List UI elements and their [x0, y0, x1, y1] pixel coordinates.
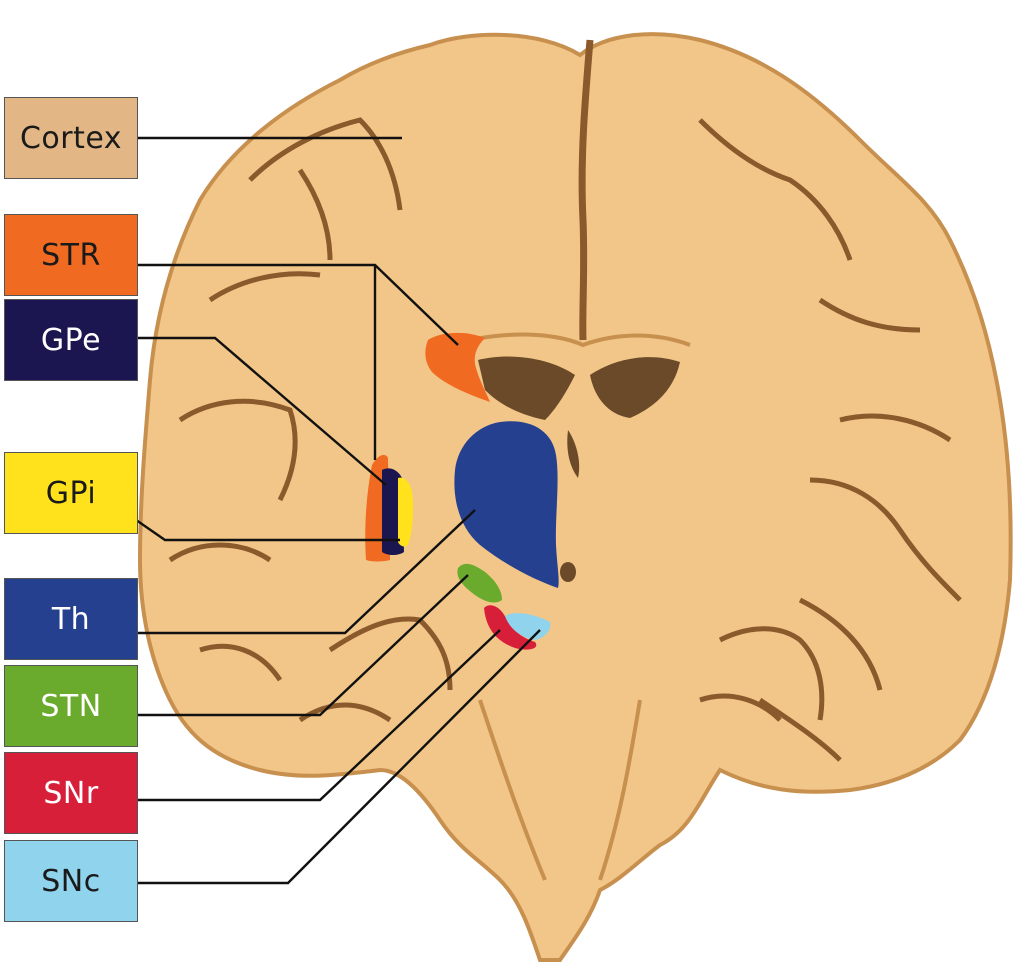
label-th: Th: [4, 578, 138, 660]
foramen: [560, 562, 576, 582]
label-cortex-text: Cortex: [19, 120, 123, 156]
label-gpe-text: GPe: [40, 322, 102, 358]
th-region: [454, 421, 559, 588]
label-cortex: Cortex: [4, 97, 138, 179]
gpi-region: [398, 477, 413, 547]
snc-region: [505, 613, 551, 640]
lateral-ventricle-right: [590, 357, 680, 418]
leader-lines: [99, 136, 541, 885]
longitudinal-fissure: [578, 39, 594, 341]
leader-snc: [100, 629, 541, 885]
leader-snr: [100, 629, 501, 802]
leader-stn: [100, 574, 469, 717]
temporal-sulci-right: [699, 626, 825, 722]
label-snr-text: SNr: [43, 775, 99, 811]
brain-outline: [137, 32, 1013, 962]
label-stn-text: STN: [40, 688, 102, 724]
stn-region: [457, 563, 502, 603]
third-ventricle: [567, 430, 580, 478]
label-snc-text: SNc: [41, 863, 101, 899]
label-snc: SNc: [4, 840, 138, 922]
brainstem-edge: [478, 699, 642, 881]
cortex-band-left: [168, 117, 403, 682]
brain-slice: [137, 32, 1013, 962]
corpus-callosum-edge: [469, 332, 691, 348]
label-gpe: GPe: [4, 299, 138, 381]
leader-str: [100, 263, 459, 460]
cortex-band-right: [698, 118, 962, 762]
label-snr: SNr: [4, 752, 138, 834]
label-th-text: Th: [51, 601, 91, 637]
str-caudate-region: [425, 332, 490, 402]
leader-th: [100, 509, 476, 635]
label-gpi-text: GPi: [45, 475, 97, 511]
leader-gpe: [100, 336, 387, 486]
label-str-text: STR: [41, 237, 101, 273]
label-stn: STN: [4, 665, 138, 747]
label-str: STR: [4, 214, 138, 296]
label-gpi: GPi: [4, 452, 138, 534]
lateral-ventricle-left: [478, 356, 575, 420]
snr-region: [484, 605, 537, 650]
